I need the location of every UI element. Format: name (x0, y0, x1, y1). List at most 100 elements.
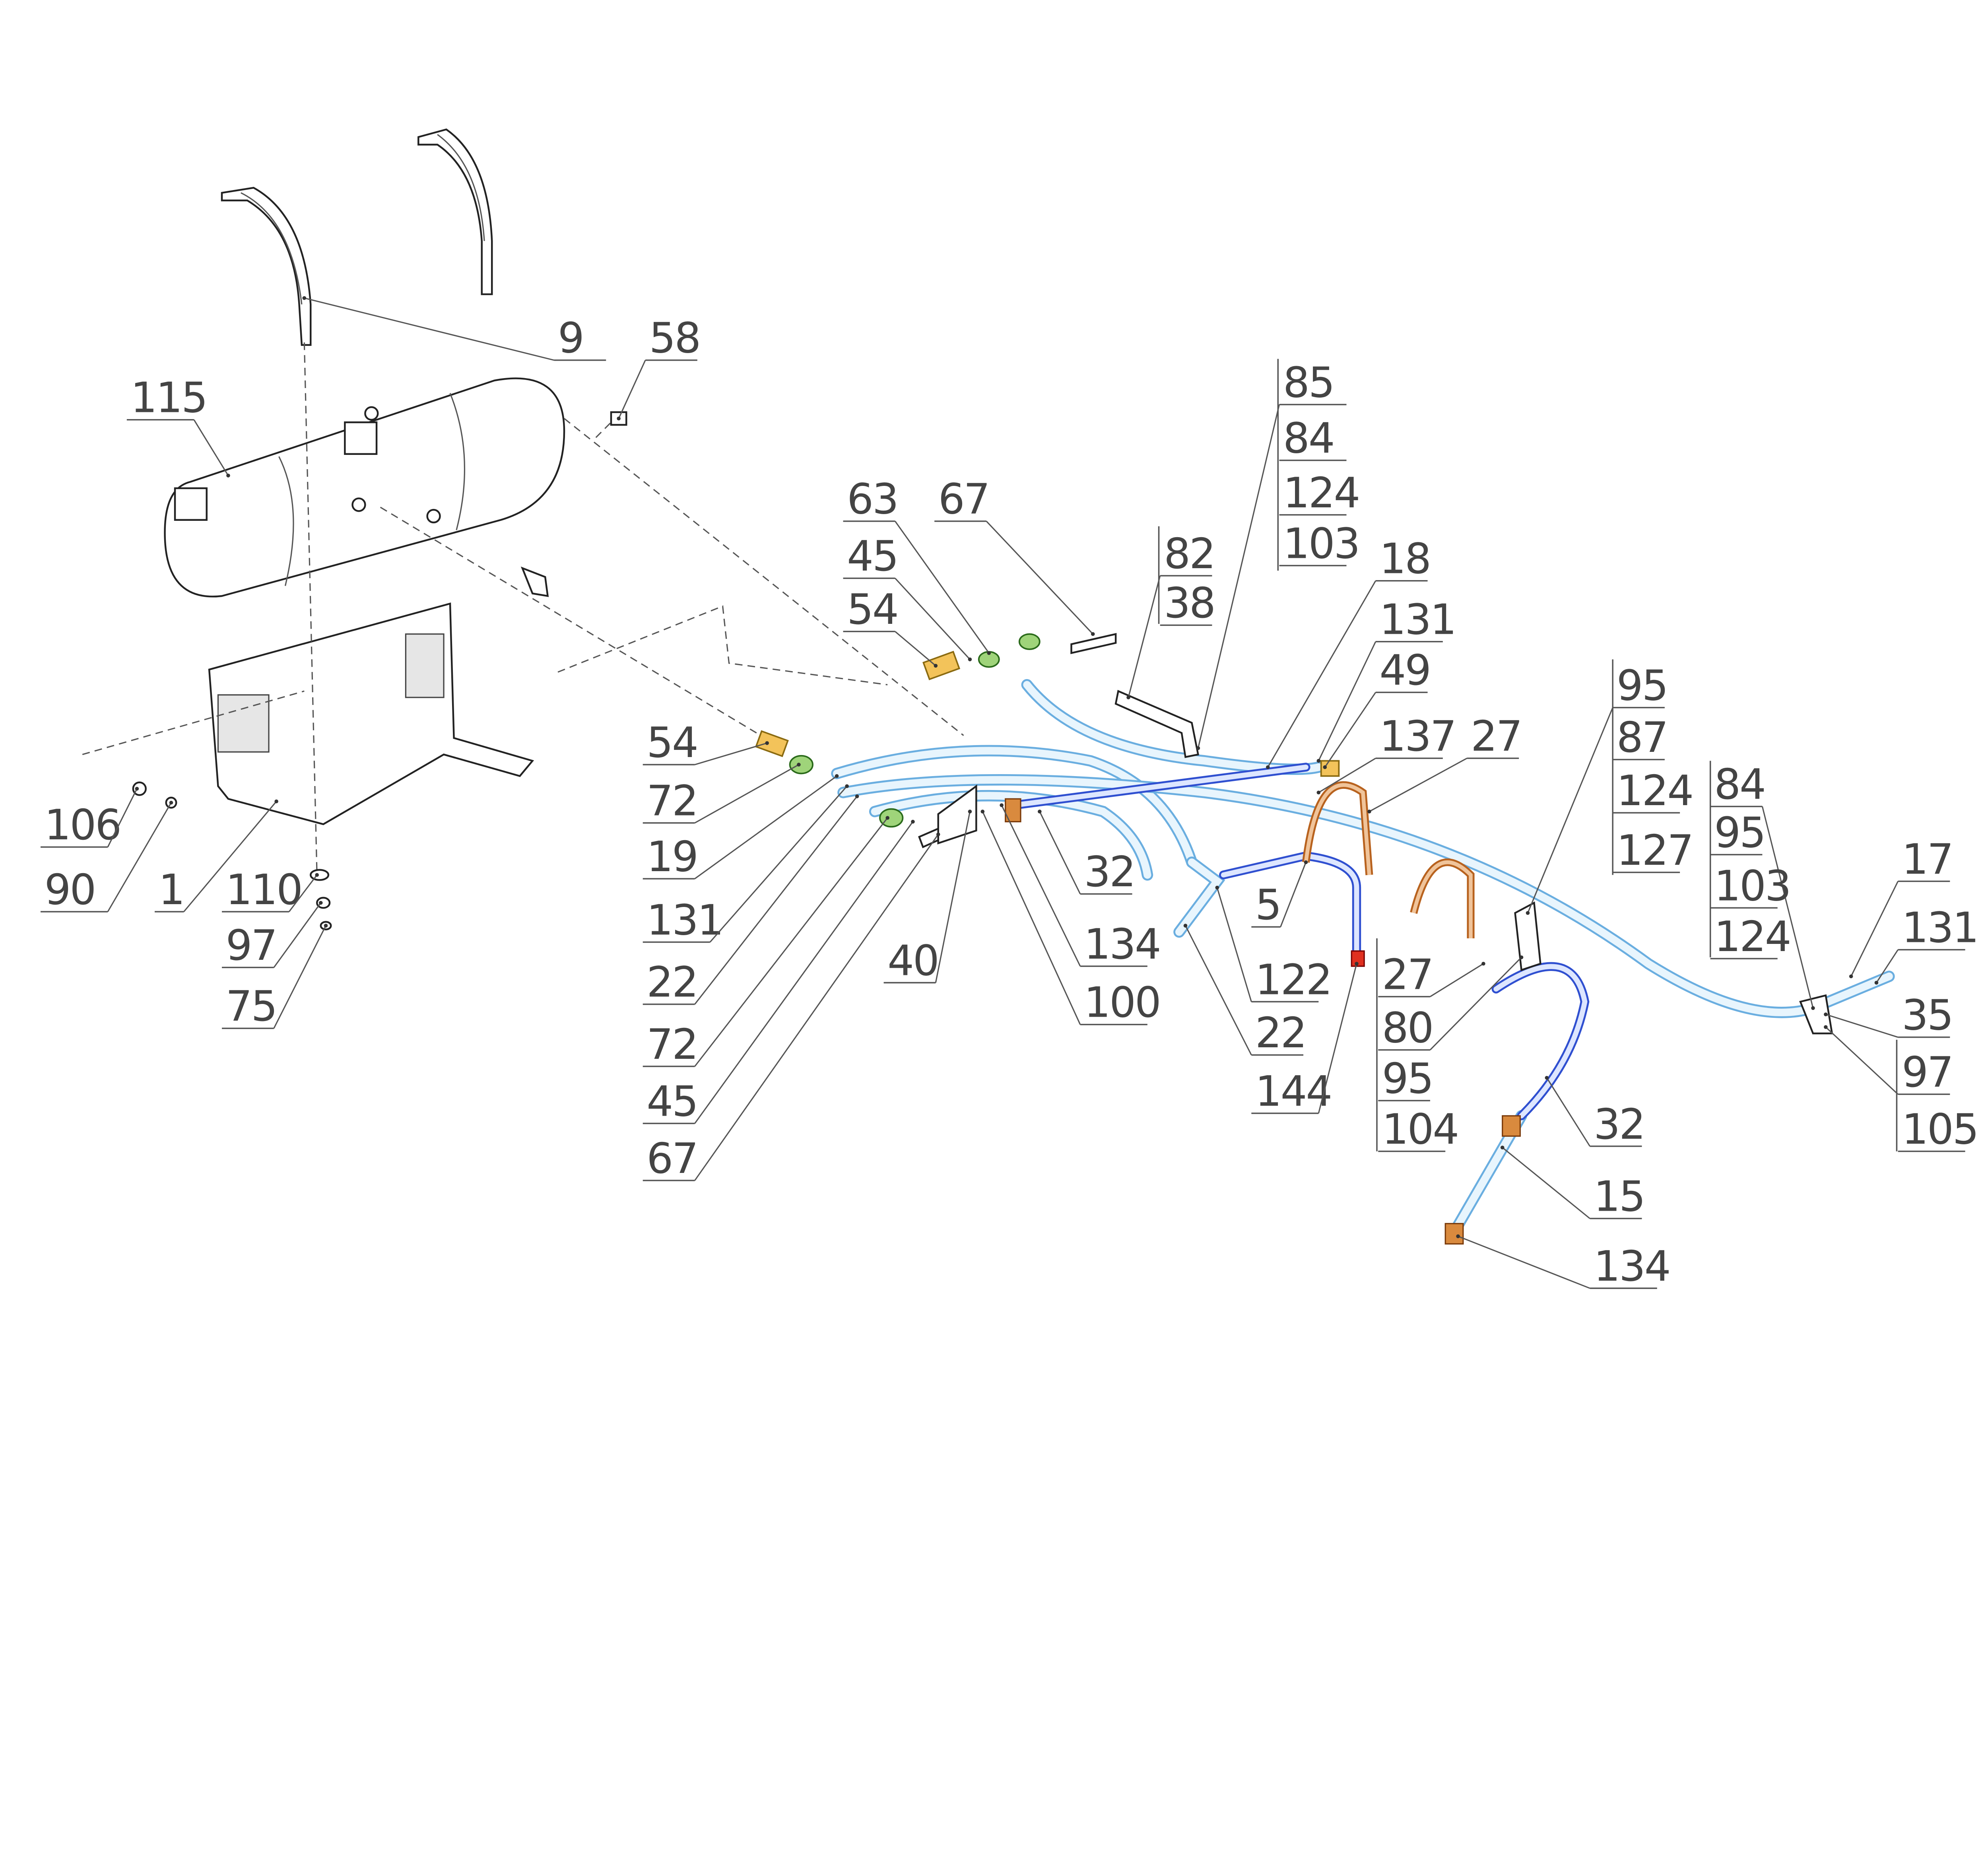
leader-dot (1545, 1076, 1549, 1080)
leader-dot (318, 901, 323, 905)
leader-dot (1038, 810, 1042, 813)
callout-label-5: 5 (1255, 880, 1281, 929)
leader-dot (1183, 924, 1188, 928)
leader-line (618, 360, 646, 419)
leader-line (986, 520, 1093, 635)
leader-line (304, 297, 554, 361)
leader-line (288, 874, 318, 912)
leader-line (1001, 805, 1081, 967)
callout-label-27: 27 (1471, 712, 1522, 761)
leader-line (1429, 957, 1522, 1050)
callout-label-18: 18 (1379, 534, 1430, 583)
assembly-line (564, 418, 964, 736)
leader-line (1502, 1147, 1590, 1219)
callout-label-45: 45 (847, 532, 898, 581)
callout-label-134: 134 (1084, 920, 1160, 969)
callout-label-115: 115 (130, 373, 206, 422)
leader-dot (1091, 632, 1095, 636)
leader-line (1039, 811, 1081, 895)
fuel-tank (164, 377, 565, 598)
callout-label-97: 97 (1902, 1048, 1953, 1097)
leader-dot (1355, 961, 1359, 966)
leader-line (1430, 963, 1484, 997)
callout-label-84: 84 (1283, 414, 1334, 463)
callout-label-75: 75 (226, 982, 277, 1031)
leader-dot (911, 819, 915, 824)
callout-label-17: 17 (1902, 835, 1953, 883)
leader-line (894, 520, 990, 654)
assembly-line (82, 690, 305, 755)
leader-line (1369, 757, 1468, 812)
leader-line (694, 817, 888, 1067)
leader-dot (1849, 974, 1853, 979)
leader-dot (968, 810, 972, 813)
sensor (520, 566, 549, 597)
leader-line (1458, 1235, 1590, 1289)
leader-dot (315, 873, 319, 877)
leader-line (895, 631, 936, 666)
callout-label-38: 38 (1164, 579, 1215, 627)
leader-dot (936, 832, 940, 837)
callout-label-134: 134 (1594, 1242, 1670, 1291)
leader-dot (968, 657, 972, 662)
leader-line (694, 764, 799, 824)
callout-label-67: 67 (646, 1134, 697, 1183)
leader-line (709, 786, 848, 943)
callout-label-95: 95 (1714, 808, 1765, 857)
leader-line (694, 821, 914, 1124)
leader-dot (1266, 765, 1270, 769)
leader-dot (1500, 1145, 1505, 1149)
assembly-line (595, 418, 615, 438)
callout-label-54: 54 (847, 585, 898, 634)
washer-106 (132, 781, 147, 796)
leader-dot (1215, 885, 1219, 890)
assembly-line (303, 342, 318, 875)
callout-label-100: 100 (1084, 978, 1160, 1027)
leader-line (694, 796, 858, 1005)
callout-label-15: 15 (1594, 1172, 1644, 1221)
leader-dot (980, 810, 985, 813)
callout-label-67: 67 (938, 475, 989, 524)
leader-line (107, 788, 138, 848)
leader-dot (1304, 860, 1308, 864)
leader-line (1318, 963, 1357, 1114)
leader-line (1876, 949, 1899, 983)
callout-label-103: 103 (1283, 519, 1359, 568)
callout-label-87: 87 (1617, 713, 1668, 762)
leader-dot (987, 651, 991, 655)
callout-label-9: 9 (558, 314, 583, 363)
callout-label-45: 45 (646, 1077, 697, 1126)
leader-line (1761, 806, 1814, 1008)
leader-dot (1874, 980, 1879, 985)
callout-label-54: 54 (646, 718, 697, 767)
leader-line (107, 802, 172, 912)
callout-label-72: 72 (646, 1020, 697, 1069)
callout-label-131: 131 (646, 895, 722, 944)
leader-line (1267, 580, 1376, 768)
leader-dot (835, 774, 839, 778)
drawing (82, 128, 1895, 1245)
assembly-line (557, 605, 888, 685)
callout-label-124: 124 (1283, 468, 1359, 517)
leader-dot (1367, 810, 1371, 813)
leader-line (1185, 925, 1252, 1056)
leader-line (1324, 692, 1376, 768)
assembly-line (380, 507, 761, 736)
leader-line (895, 578, 971, 660)
callout-label-27: 27 (1382, 950, 1433, 999)
callout-label-124: 124 (1714, 912, 1790, 961)
callout-label-131: 131 (1379, 595, 1455, 644)
leader-dot (1824, 1012, 1828, 1017)
leader-dot (885, 816, 889, 820)
fuel-hoses (831, 679, 1895, 1242)
leader-dot (765, 741, 769, 745)
leader-dot (274, 799, 278, 804)
callout-label-105: 105 (1902, 1105, 1978, 1154)
leader-dot (845, 784, 849, 788)
tank-strap-left (221, 186, 312, 346)
leader-dot (1519, 955, 1524, 959)
callout-label-22: 22 (1255, 1008, 1306, 1057)
callout-label-104: 104 (1382, 1105, 1458, 1154)
callout-label-85: 85 (1283, 358, 1334, 407)
tank-strap-right (417, 128, 493, 295)
